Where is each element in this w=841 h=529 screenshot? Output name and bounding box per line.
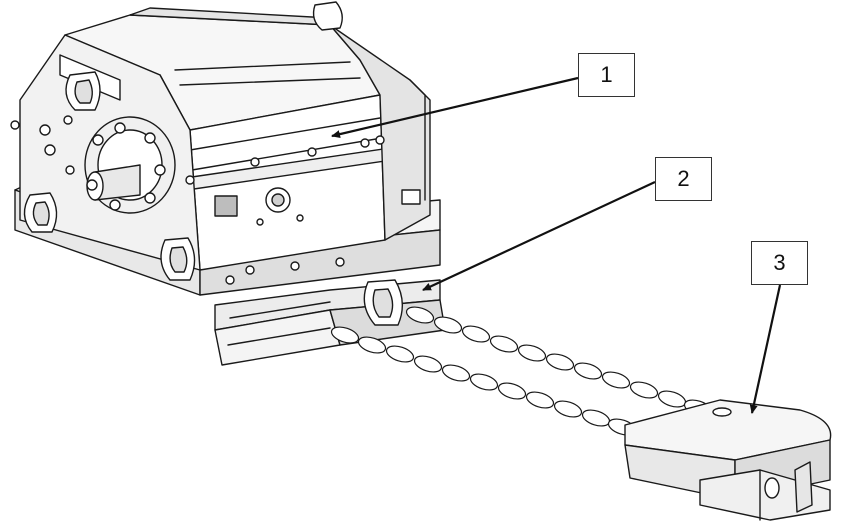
lifting-eye-2: [23, 192, 58, 233]
gearbox-housing: [19, 7, 431, 271]
output-shaft: [84, 116, 176, 214]
callout-label-2: 2: [655, 157, 712, 201]
leader-arrow-1: [331, 76, 579, 139]
leader-arrow-2: [422, 181, 656, 291]
chain-right: [405, 306, 713, 417]
lifting-eye-3: [160, 237, 196, 281]
lifting-eye-1: [65, 71, 101, 111]
lifting-eye-5: [312, 1, 343, 31]
leader-arrow-3: [749, 284, 782, 414]
chain-left: [330, 326, 637, 436]
callout-label-1: 1: [578, 53, 635, 97]
callout-label-3: 3: [751, 241, 808, 285]
front-fixtures: [185, 135, 421, 226]
end-shoe: [624, 399, 832, 521]
side-bolts: [10, 115, 75, 175]
lifting-eye-4: [363, 279, 403, 326]
